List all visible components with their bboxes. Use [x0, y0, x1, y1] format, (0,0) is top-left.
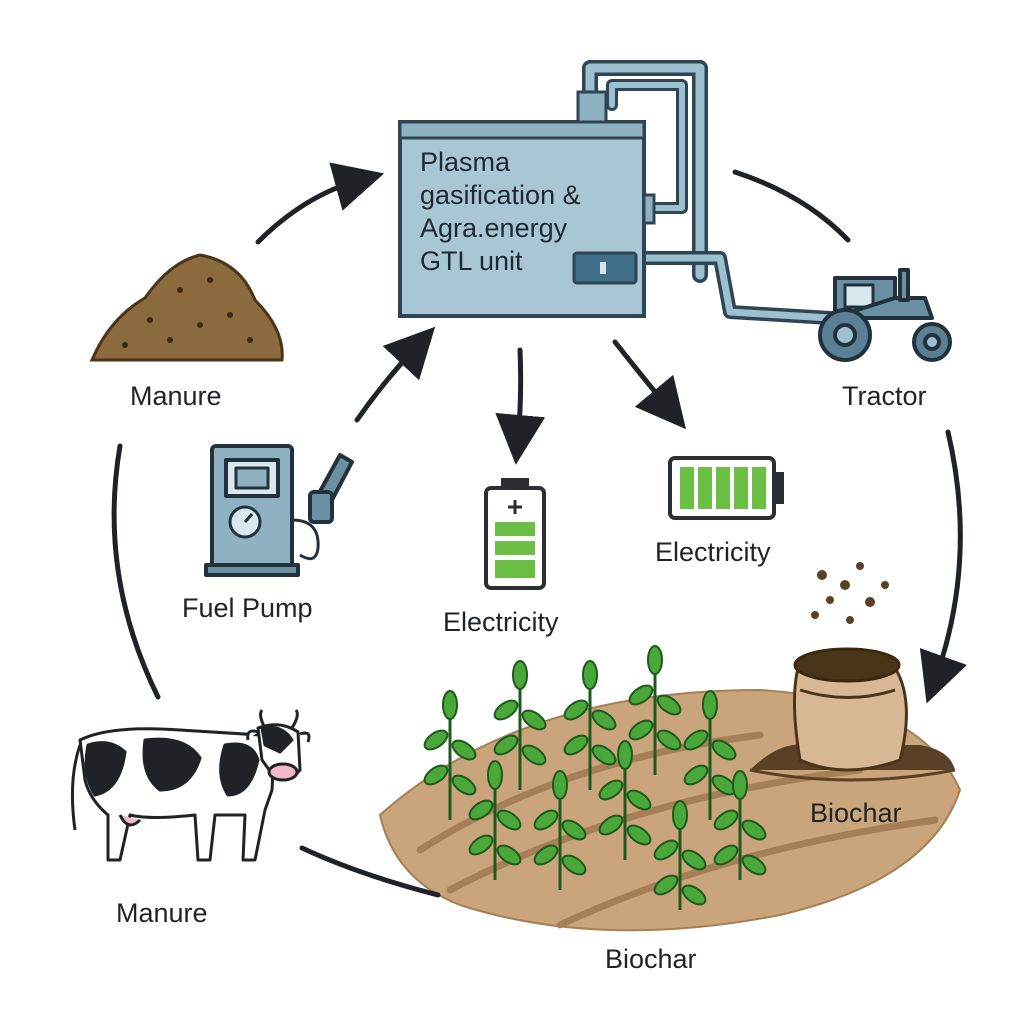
cycle-arrows — [111, 162, 967, 898]
fuel-pump-icon — [204, 444, 354, 577]
gtl-unit-line-4: GTL unit — [420, 246, 523, 276]
label-electricity-right: Electricity — [655, 537, 771, 567]
label-biochar-bag: Biochar — [810, 798, 902, 828]
label-tractor: Tractor — [842, 381, 927, 411]
gtl-unit-label: Plasma gasification & Agra.energy GTL un… — [420, 146, 670, 278]
label-manure-top: Manure — [130, 381, 222, 411]
battery-horizontal-icon — [668, 456, 784, 520]
label-biochar-bottom: Biochar — [605, 944, 697, 974]
tractor-icon — [818, 268, 952, 362]
label-electricity-center: Electricity — [443, 607, 559, 637]
cow-icon — [70, 709, 311, 862]
manure-pile-icon — [89, 253, 284, 362]
gtl-unit — [398, 90, 656, 318]
gtl-unit-line-2: gasification & — [420, 180, 581, 210]
label-fuel-pump: Fuel Pump — [182, 593, 313, 623]
biochar-bag-icon — [750, 562, 955, 772]
crop-plants — [423, 645, 767, 910]
gtl-unit-line-3: Agra.energy — [420, 213, 568, 243]
gtl-unit-line-1: Plasma — [420, 147, 511, 177]
battery-vertical-icon — [484, 478, 546, 590]
bag-soil-shadow — [749, 768, 956, 782]
label-manure-bottom: Manure — [116, 898, 208, 928]
